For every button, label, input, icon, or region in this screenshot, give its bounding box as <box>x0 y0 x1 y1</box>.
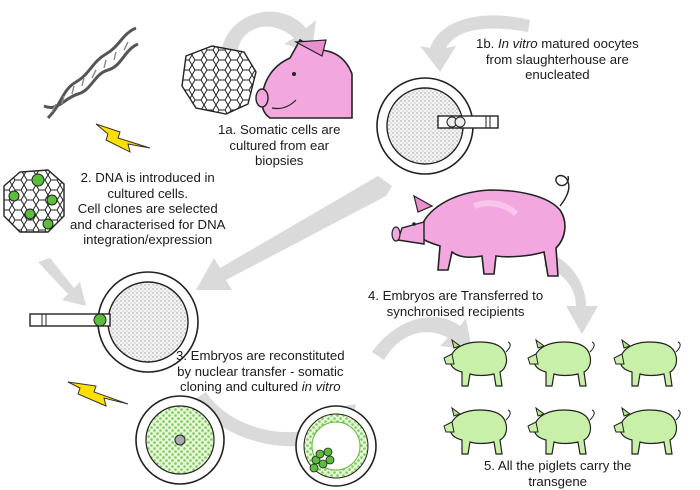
caption-step-4: 4. Embryos are Transferred to synchronis… <box>368 288 543 319</box>
caption-line: cultured cells. <box>107 185 189 201</box>
micropipette-icon <box>437 115 499 129</box>
caption-line: Cell clones are selected <box>77 201 218 216</box>
piglets-group <box>443 338 681 455</box>
caption-italic: In vitro <box>498 36 538 51</box>
caption-line: enucleated <box>525 67 590 82</box>
caption-step-1a: 1a. Somatic cells are cultured from ear … <box>218 122 340 169</box>
piglet-icon <box>527 406 595 455</box>
cell-cluster-green-icon <box>3 169 65 233</box>
caption-line: integration/expression <box>83 232 213 247</box>
caption-line: transgene <box>528 473 587 489</box>
caption-step-1b: 1b. In vitro matured oocytes from slaugh… <box>476 36 639 83</box>
caption-prefix: 1b. <box>476 36 498 51</box>
caption-line: and characterised for DNA <box>70 216 226 232</box>
caption-line: 1b. In vitro matured oocytes <box>476 36 639 52</box>
cell-cluster-icon <box>181 45 257 115</box>
arrow-diagonal <box>196 176 392 290</box>
caption-line: from slaughterhouse are <box>485 51 629 67</box>
caption-step-5: 5. All the piglets carry the transgene <box>484 458 631 489</box>
caption-line: 5. All the piglets carry the <box>484 458 632 473</box>
caption-line: synchronised recipients <box>386 303 525 319</box>
caption-line: by nuclear transfer - somatic <box>177 363 344 379</box>
micropipette-icon <box>29 313 111 327</box>
caption-line: biopsies <box>255 153 304 168</box>
caption-step-3: 3. Embryos are reconstituted by nuclear … <box>176 348 345 395</box>
piglet-icon <box>443 406 511 455</box>
pig-head-icon <box>255 38 353 119</box>
piglet-icon <box>443 338 511 387</box>
arrow-curve-1b <box>420 15 530 72</box>
reconstituted-embryo-icon <box>135 395 225 485</box>
caption-line: 3. Embryos are reconstituted <box>176 348 345 363</box>
caption-rest: matured oocytes <box>537 36 639 51</box>
arrow-cells-down <box>38 258 86 306</box>
caption-line: 1a. Somatic cells are <box>218 122 341 137</box>
caption-line: 2. DNA is introduced in <box>80 170 215 185</box>
caption-line: 4. Embryos are Transferred to <box>368 288 544 303</box>
piglet-icon <box>527 338 595 387</box>
caption-line: cultured from ear <box>229 137 330 153</box>
dna-helix-icon <box>43 26 139 120</box>
pig-icon <box>391 174 570 277</box>
petri-dish-icon <box>376 77 499 175</box>
piglet-icon <box>613 406 681 455</box>
caption-line: cloning and cultured in vitro <box>176 379 345 395</box>
blastocyst-icon <box>295 405 377 487</box>
caption-italic: in vitro <box>301 379 341 394</box>
arrow-curve-1a <box>222 11 316 52</box>
petri-dish-nuclear-transfer <box>29 271 199 373</box>
caption-rest: cloning and cultured <box>180 379 302 394</box>
piglet-icon <box>613 338 681 387</box>
lightning-bolt-icon <box>67 381 129 407</box>
lightning-bolt-icon <box>95 123 151 153</box>
arrow-cloning-arc <box>372 317 472 360</box>
caption-step-2: 2. DNA is introduced in cultured cells. … <box>70 170 225 248</box>
